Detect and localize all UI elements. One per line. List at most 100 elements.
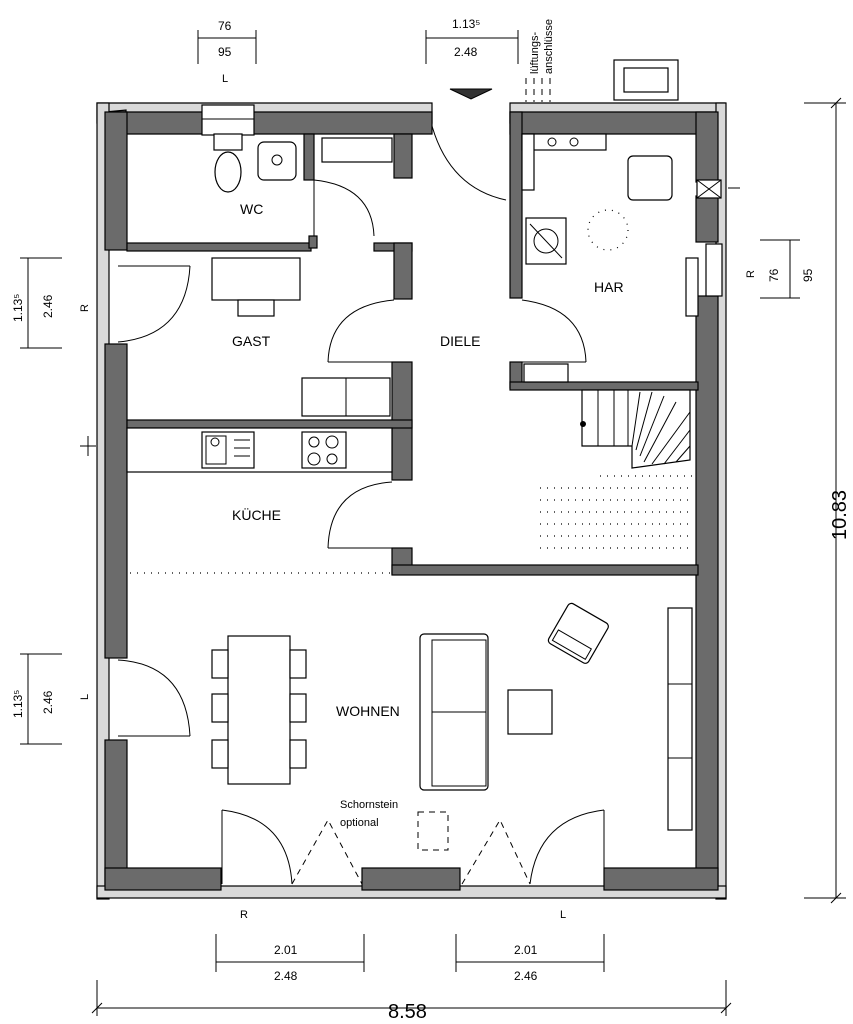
left-wall-seg3 xyxy=(104,739,128,889)
dim-right-outer: 76 xyxy=(767,268,781,282)
dim-left-upper-mark: R xyxy=(79,304,91,312)
wall-gast-kueche xyxy=(126,419,413,429)
wall-har-left xyxy=(509,111,523,299)
room-label-diele: DIELE xyxy=(440,333,480,349)
wall-har-bottom xyxy=(509,381,699,391)
dim-left-upper-inner: 2.46 xyxy=(41,294,55,318)
exterior-elements: lüftungs- anschlüsse xyxy=(525,19,679,102)
wc-fixtures xyxy=(213,133,393,193)
bottom-wall-seg2 xyxy=(361,867,461,891)
right-wall-seg1 xyxy=(695,111,719,183)
dining-chair xyxy=(289,739,307,769)
wohnen-left-door-swing xyxy=(117,659,191,737)
wall-wc-stub xyxy=(308,235,318,249)
toilet-tank xyxy=(213,133,243,151)
dim-top-door-upper: 1.13⁵ xyxy=(452,17,480,31)
coffee-table xyxy=(507,689,553,735)
wc-shelf xyxy=(321,137,393,163)
room-label-kueche: KÜCHE xyxy=(232,506,281,523)
har-bottom-box xyxy=(523,363,569,383)
wall-wc-door-jamb xyxy=(303,133,315,181)
left-wall-seg2 xyxy=(104,343,128,659)
entrance-arrow xyxy=(449,88,493,100)
bottom-wall-seg3 xyxy=(603,867,719,891)
dim-left-lower-outer: 1.13⁵ xyxy=(11,690,25,718)
dining-chair xyxy=(211,693,229,723)
kueche-door-swing xyxy=(327,481,393,549)
har-boiler xyxy=(627,155,673,201)
gast-furniture xyxy=(211,257,391,417)
har-pipe xyxy=(521,133,535,191)
har-door-swing xyxy=(521,299,587,363)
window-har-sill xyxy=(705,243,723,297)
dim-top-left-upper: 76 xyxy=(218,19,232,33)
dim-total-width: 8.58 xyxy=(388,1001,427,1023)
dim-total-height: 10.83 xyxy=(829,490,851,540)
room-label-wohnen: WOHNEN xyxy=(336,703,400,719)
interior-walls xyxy=(126,111,699,576)
entrance-door-swing xyxy=(431,125,507,201)
doors xyxy=(117,88,605,885)
windows xyxy=(201,104,723,317)
wall-wc-right xyxy=(393,133,413,179)
room-label-gast: GAST xyxy=(232,333,271,349)
window-har xyxy=(685,257,699,317)
stairs xyxy=(540,389,692,549)
wall-diele-wohnen xyxy=(391,564,699,576)
kitchen-counter xyxy=(126,427,393,473)
chimney-optional xyxy=(417,811,449,851)
vent-note-line2: anschlüsse xyxy=(543,19,555,74)
room-labels: WC GAST DIELE HAR KÜCHE WOHNEN Schornste… xyxy=(232,201,624,829)
chimney-label-line1: Schornstein xyxy=(340,799,398,811)
toilet-bowl xyxy=(214,151,242,193)
dim-bottom-right-lower: 2.46 xyxy=(514,969,538,983)
dining-chair xyxy=(211,739,229,769)
armchair xyxy=(547,602,609,664)
bottom-wall-seg1 xyxy=(104,867,222,891)
top-wall-left xyxy=(104,109,433,135)
stair-marker xyxy=(580,421,586,427)
dim-bottom-right-upper: 2.01 xyxy=(514,943,538,957)
dim-left-lower-inner: 2.46 xyxy=(41,690,55,714)
dining-chair xyxy=(211,649,229,679)
vent-note-line1: lüftungs- xyxy=(529,31,541,74)
gast-door-swing xyxy=(117,265,191,343)
kueche-fixtures xyxy=(126,427,393,574)
right-wall-seg2 xyxy=(695,195,719,243)
dining-chair xyxy=(289,693,307,723)
wc-door-swing xyxy=(313,179,375,237)
dim-bottom-right-mark: L xyxy=(560,909,566,921)
dimensions: 8.58 10.83 76 95 L 1.13⁵ 2.48 1.13⁵ 2.46… xyxy=(11,17,851,1023)
bottom-left-door-a xyxy=(221,809,293,885)
left-wall-seg1 xyxy=(104,111,128,251)
dim-top-door-lower: 2.48 xyxy=(454,45,478,59)
har-fixtures xyxy=(521,133,673,383)
right-wall-seg3 xyxy=(695,295,719,889)
dim-bottom-left-lower: 2.48 xyxy=(274,969,298,983)
dim-right-mark: R xyxy=(745,270,757,278)
kitchen-sink xyxy=(201,431,255,469)
wall-wc-gast xyxy=(126,242,312,252)
dining-table xyxy=(227,635,291,785)
dim-left-lower-mark: L xyxy=(79,694,91,700)
dim-left-upper-outer: 1.13⁵ xyxy=(11,294,25,322)
bottom-right-door-a xyxy=(461,818,531,885)
dim-bottom-left-mark: R xyxy=(240,909,248,921)
har-dotted-circle xyxy=(587,209,629,251)
outer-walls xyxy=(96,102,727,900)
gast-diele-door-swing xyxy=(327,299,395,363)
sideboard xyxy=(667,607,693,831)
gast-chair xyxy=(237,299,275,317)
bottom-left-door-b xyxy=(291,818,363,885)
wohnen-furniture xyxy=(211,602,693,851)
dining-chair xyxy=(289,649,307,679)
room-label-har: HAR xyxy=(594,279,624,295)
wc-sink xyxy=(257,141,297,181)
chimney-label-line2: optional xyxy=(340,817,379,829)
bottom-right-door-b xyxy=(529,809,605,885)
dim-bottom-left-upper: 2.01 xyxy=(274,943,298,957)
room-label-wc: WC xyxy=(240,201,263,217)
wall-gast-diele-top xyxy=(393,242,413,300)
top-wall-right xyxy=(509,111,719,135)
